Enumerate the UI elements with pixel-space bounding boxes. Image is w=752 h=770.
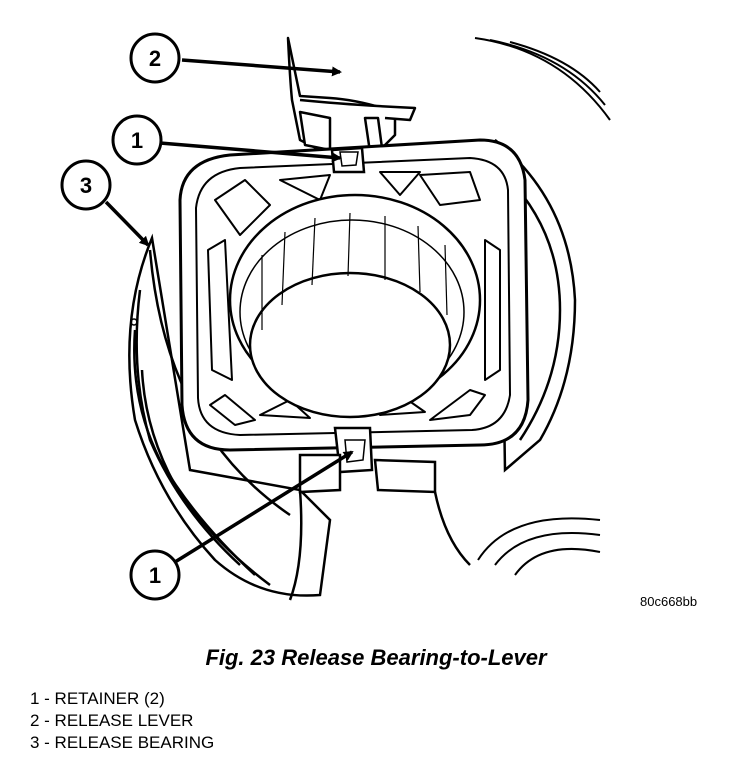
legend-item-retainer: 1 - RETAINER (2) — [30, 689, 165, 708]
release-lever — [286, 36, 417, 157]
release-bearing-diagram: 2 1 3 1 — [60, 32, 611, 601]
leader-retainer-top — [159, 141, 342, 163]
bearing-bore — [228, 193, 482, 419]
retainer-top — [330, 146, 366, 174]
svg-text:1: 1 — [149, 563, 161, 588]
legend: 1 - RETAINER (2) 2 - RELEASE LEVER 3 - R… — [30, 688, 214, 754]
svg-text:1: 1 — [131, 128, 143, 153]
image-code: 80c668bb — [640, 594, 698, 609]
leader-bearing — [104, 200, 150, 247]
callout-retainer-bottom: 1 — [129, 549, 181, 601]
housing-arcs — [474, 37, 611, 576]
callout-bearing: 3 — [60, 159, 112, 211]
svg-text:3: 3 — [80, 173, 92, 198]
figure-caption: Fig. 23 Release Bearing-to-Lever — [205, 645, 547, 670]
legend-item-release-lever: 2 - RELEASE LEVER — [30, 711, 194, 730]
leader-lever — [181, 58, 342, 77]
svg-text:2: 2 — [149, 46, 161, 71]
legend-item-release-bearing: 3 - RELEASE BEARING — [30, 733, 215, 752]
leader-retainer-bottom — [174, 450, 354, 564]
callout-retainer-top: 1 — [111, 114, 163, 166]
callout-lever: 2 — [129, 32, 181, 84]
leader-lines — [104, 58, 354, 564]
